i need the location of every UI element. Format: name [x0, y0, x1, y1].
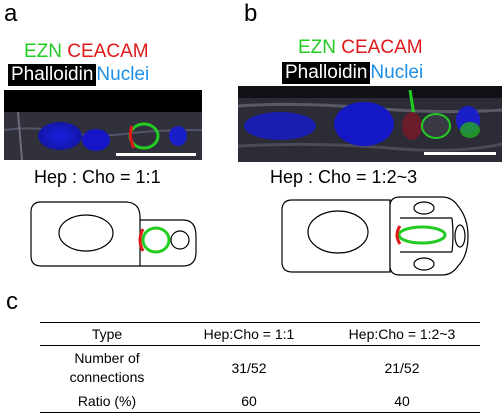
nucleus-outline: [58, 214, 114, 252]
nucleus: [82, 129, 110, 151]
panel-b-letter: b: [244, 0, 258, 27]
panel-a-ratio-label: Hep : Cho = 1:1: [34, 167, 161, 187]
table-cell: 31/52: [231, 359, 267, 376]
nucleus: [244, 112, 316, 140]
cholangiocyte-nucleus-outline: [413, 201, 435, 215]
ezn-ring: [397, 225, 447, 245]
panel-c-letter: c: [6, 288, 18, 315]
stats-table: Type Hep:Cho = 1:1 Hep:Cho = 1:2~3 Numbe…: [40, 322, 480, 413]
legend-phalloidin: Phalloidin: [282, 62, 371, 84]
ceacam-arc: [395, 225, 402, 245]
ezn-signal: [421, 113, 451, 139]
table-header-cell: Hep:Cho = 1:2~3: [324, 322, 480, 346]
ezn-ring: [141, 226, 171, 254]
table-row: Number of connections 31/52 21/52: [40, 346, 480, 391]
legend-ezn: EZN: [298, 37, 336, 58]
stats-table-container: Type Hep:Cho = 1:1 Hep:Cho = 1:2~3 Numbe…: [40, 322, 480, 413]
ezn-signal: [408, 89, 416, 117]
scale-bar: [116, 153, 196, 156]
table-cell: 60: [174, 390, 324, 413]
panel-a-letter: a: [4, 0, 18, 27]
ceacam-signal: [128, 125, 136, 149]
row-label-line1: Number of: [74, 350, 140, 366]
table-row-label: Number of connections: [40, 346, 174, 391]
table-header-cell: Type: [40, 322, 174, 346]
table-header-cell: Hep:Cho = 1:1: [174, 322, 324, 346]
legend-ezn: EZN: [24, 41, 62, 62]
cell-border: [451, 217, 454, 253]
legend-ceacam: CEACAM: [341, 37, 423, 58]
table-row-label: Ratio (%): [40, 390, 174, 413]
panel-a-micrograph: [4, 90, 202, 160]
table-row: Ratio (%) 60 40: [40, 390, 480, 413]
cholangiocyte-nucleus-outline: [454, 224, 466, 248]
panel-b-ratio-label: Hep : Cho = 1:2~3: [270, 167, 418, 187]
panel-a-schematic: [30, 201, 197, 267]
legend-nuclei: Nuclei: [370, 62, 424, 83]
table-cell: 40: [324, 390, 480, 413]
scale-bar: [424, 152, 496, 155]
nucleus: [334, 102, 394, 146]
panel-b-schematic: [281, 196, 469, 276]
cholangiocyte-nucleus-outline: [413, 257, 435, 271]
nucleus: [169, 126, 187, 146]
row-label-line2: connections: [69, 369, 145, 385]
panel-b-legend-line1: EZN CEACAM: [298, 38, 423, 57]
cholangiocyte-nucleus-outline: [170, 230, 190, 250]
table-cell: 21/52: [384, 359, 420, 376]
table-header-row: Type Hep:Cho = 1:1 Hep:Cho = 1:2~3: [40, 322, 480, 346]
ceacam-signal: [402, 112, 422, 140]
panel-a-legend-line1: EZN CEACAM: [24, 42, 149, 61]
ceacam-arc: [138, 228, 145, 252]
panel-b-micrograph: [238, 86, 502, 162]
legend-phalloidin: Phalloidin: [8, 64, 97, 86]
ezn-signal: [460, 122, 480, 138]
nucleus: [38, 122, 82, 150]
legend-ceacam: CEACAM: [67, 41, 149, 62]
nucleus-outline: [307, 210, 369, 254]
legend-nuclei: Nuclei: [96, 64, 150, 85]
